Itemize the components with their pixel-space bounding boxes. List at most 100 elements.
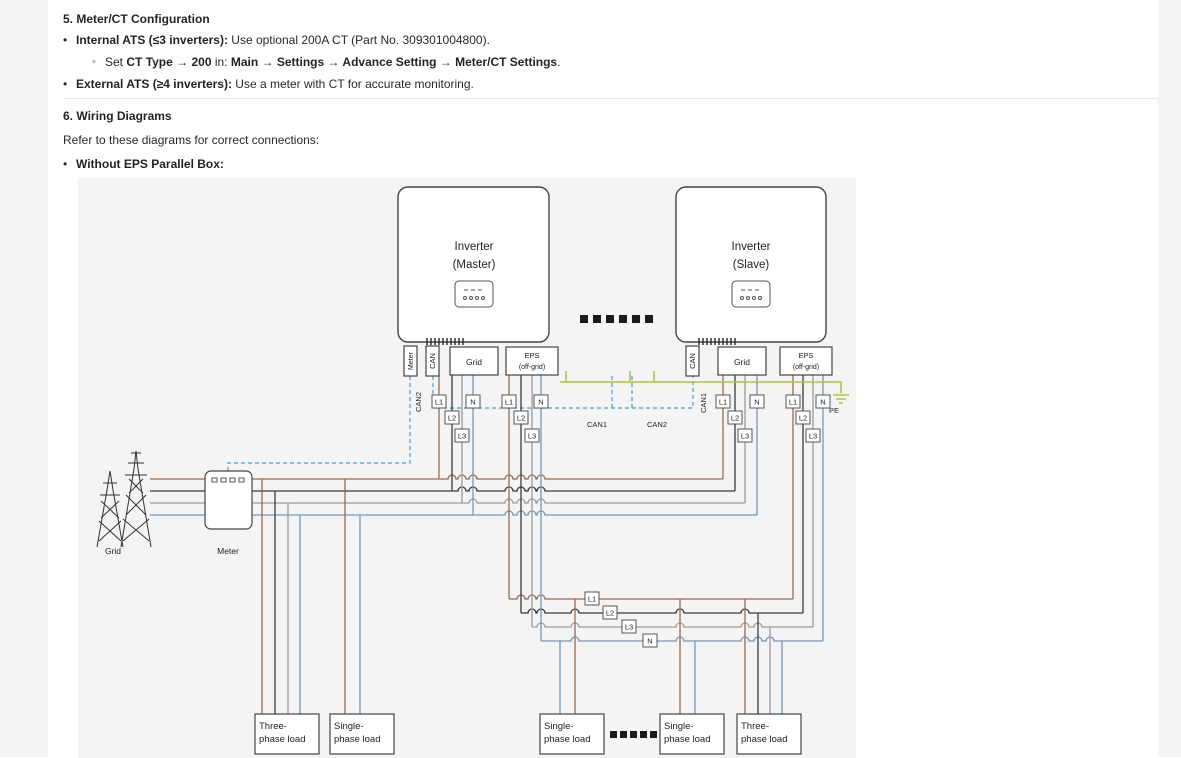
can1-vertical-label: CAN1: [699, 393, 708, 413]
internal-ats-bold: Internal ATS (≤3 inverters):: [76, 33, 228, 47]
external-ats-bold: External ATS (≥4 inverters):: [76, 77, 232, 91]
ground-icon: [833, 394, 849, 404]
page-gutter-right: [1158, 0, 1181, 757]
section-6-intro: Refer to these diagrams for correct conn…: [63, 133, 320, 147]
page-gutter-left: [0, 0, 48, 757]
section-6-list: Without EPS Parallel Box:: [63, 156, 1158, 172]
wiring-diagram: PE Grid Meter: [96, 186, 849, 755]
connector-hatch-icon: [698, 338, 736, 345]
section-5-list: Internal ATS (≤3 inverters): Use optiona…: [63, 32, 1158, 92]
phase-n-label: N: [470, 398, 475, 407]
load-drop-wires: [261, 479, 783, 714]
load-label: phase load: [544, 734, 590, 745]
section-6-heading: 6. Wiring Diagrams: [63, 109, 172, 123]
inverter-slave-ports: CAN Grid EPS (off-grid): [685, 345, 833, 377]
phase-labels-eps-bus: L1 L2 L3 N: [584, 591, 658, 648]
list-item-without-eps: Without EPS Parallel Box:: [63, 156, 1158, 172]
phase-l1-label: L1: [789, 398, 797, 407]
meter-label: Meter: [217, 546, 239, 556]
section-5-heading: 5. Meter/CT Configuration: [63, 12, 210, 26]
load-label: phase load: [741, 734, 787, 745]
inverter-master-title: Inverter: [455, 241, 494, 253]
phase-labels-slave-grid: L1 N L2 L3: [715, 394, 765, 443]
phase-l2-label: L2: [517, 414, 525, 423]
load-label: Three-: [259, 721, 287, 732]
document-content: 5. Meter/CT Configuration Internal ATS (…: [48, 0, 1158, 758]
continuation-dots: [610, 731, 657, 738]
ct-type-path-bold: Main → Settings → Advance Setting → Mete…: [230, 55, 558, 69]
inverter-display-icon: [454, 280, 494, 308]
port-eps-label: EPS: [798, 351, 813, 360]
can2-label: CAN2: [647, 420, 667, 429]
phase-l3-label: L3: [625, 623, 633, 632]
phase-n-label: N: [820, 398, 825, 407]
terminal-drop-wires: [438, 375, 824, 641]
inverter-slave-title: Inverter: [732, 241, 771, 253]
inverter-master-subtitle: (Master): [453, 259, 496, 271]
list-item-external-ats: External ATS (≥4 inverters): Use a meter…: [63, 76, 1158, 92]
inverter-display-icon: [731, 280, 771, 308]
phase-labels-master-eps: L1 N L2 L3: [501, 394, 549, 443]
section-divider: [63, 98, 1158, 99]
wiring-diagram-figure: PE Grid Meter: [78, 178, 856, 758]
can1-label: CAN1: [587, 420, 607, 429]
meter-box: [204, 470, 253, 530]
grid-label: Grid: [105, 546, 121, 556]
port-meter-label: Meter: [408, 351, 415, 370]
pe-wire: [560, 371, 849, 404]
load-label: Three-: [741, 721, 769, 732]
can-labels: CAN2 CAN1 CAN1 CAN2: [414, 392, 708, 429]
port-grid-label: Grid: [466, 357, 482, 367]
can2-vertical-label: CAN2: [414, 392, 423, 412]
load-label: Single-: [334, 721, 364, 732]
phase-l2-label: L2: [448, 414, 456, 423]
ct-type-pre: Set: [105, 55, 127, 69]
phase-l3-label: L3: [528, 432, 536, 441]
phase-l3-label: L3: [809, 432, 817, 441]
port-can-label: CAN: [688, 353, 697, 369]
inverter-master: Inverter (Master): [397, 186, 550, 345]
port-eps-sublabel: (off-grid): [519, 364, 545, 371]
internal-ats-text: Use optional 200A CT (Part No. 309301004…: [227, 33, 490, 47]
inverter-slave-subtitle: (Slave): [733, 259, 770, 271]
phase-labels-master-grid: L1 N L2 L3: [431, 394, 481, 443]
without-eps-bold: Without EPS Parallel Box:: [76, 157, 224, 171]
phase-n-label: N: [647, 637, 652, 646]
port-grid-label: Grid: [734, 357, 750, 367]
phase-l1-label: L1: [719, 398, 727, 407]
phase-l1-label: L1: [435, 398, 443, 407]
comm-lines: [227, 373, 694, 471]
inverter-slave: Inverter (Slave): [675, 186, 827, 345]
ct-type-end: .: [557, 55, 561, 69]
sub-list: Set CT Type → 200 in: Main → Settings → …: [92, 54, 1158, 70]
phase-l3-label: L3: [741, 432, 749, 441]
pe-label: PE: [829, 406, 839, 415]
phase-l2-label: L2: [731, 414, 739, 423]
grid-tower-icon: [96, 450, 152, 548]
phase-l3-label: L3: [458, 432, 466, 441]
eps-bus-wires: [509, 594, 823, 642]
phase-l2-label: L2: [799, 414, 807, 423]
ct-type-bold: CT Type → 200: [126, 55, 212, 69]
phase-n-label: N: [538, 398, 543, 407]
load-label: Single-: [664, 721, 694, 732]
load-label: phase load: [334, 734, 380, 745]
list-item-ct-type: Set CT Type → 200 in: Main → Settings → …: [92, 54, 1158, 70]
phase-labels-slave-eps: L1 N L2 L3: [785, 394, 831, 443]
connector-hatch-icon: [426, 338, 464, 345]
load-label: phase load: [664, 734, 710, 745]
port-can-label: CAN: [428, 353, 437, 369]
phase-l1-label: L1: [505, 398, 513, 407]
phase-l1-label: L1: [588, 595, 596, 604]
port-eps-label: EPS: [524, 351, 539, 360]
phase-n-label: N: [754, 398, 759, 407]
phase-l2-label: L2: [606, 609, 614, 618]
load-label: Single-: [544, 721, 574, 732]
load-label: phase load: [259, 734, 305, 745]
list-item-internal-ats: Internal ATS (≤3 inverters): Use optiona…: [63, 32, 1158, 70]
ct-type-mid: in:: [211, 55, 231, 69]
load-boxes: Three- phase load Single- phase load Sin…: [254, 713, 802, 755]
external-ats-text: Use a meter with CT for accurate monitor…: [231, 77, 474, 91]
inverter-master-ports: Meter CAN Grid EPS (off-grid): [403, 345, 559, 377]
port-eps-sublabel: (off-grid): [793, 364, 819, 371]
